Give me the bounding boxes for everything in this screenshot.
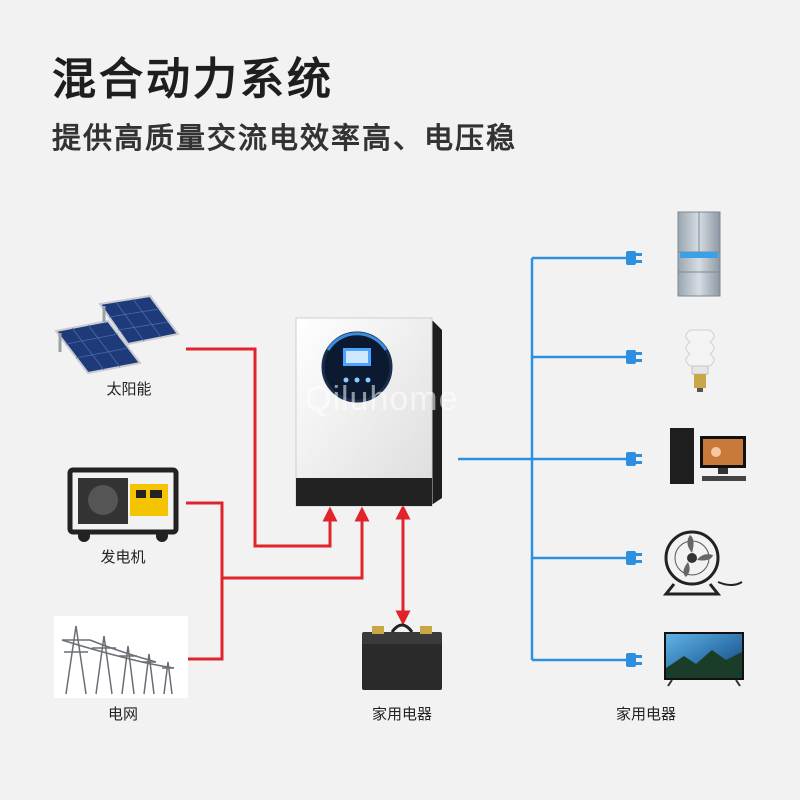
refrigerator-icon xyxy=(677,211,721,297)
plug-icon xyxy=(626,551,642,565)
input-lines xyxy=(186,347,411,661)
inverter-icon xyxy=(295,317,442,507)
output-lines xyxy=(458,256,626,662)
watermark: Qiluhome xyxy=(305,380,459,418)
source-label-solar: 太阳能 xyxy=(106,380,152,398)
plug-icon xyxy=(626,251,642,265)
light-bulb-icon xyxy=(685,329,715,392)
solar-panel-icon xyxy=(54,294,180,375)
source-label-generator: 发电机 xyxy=(100,548,146,566)
television-icon xyxy=(664,632,744,687)
plug-icons xyxy=(626,251,642,667)
power-grid-icon xyxy=(54,616,188,698)
generator-icon xyxy=(67,467,179,542)
plug-icon xyxy=(626,653,642,667)
desktop-computer-icon xyxy=(670,428,746,484)
battery-label: 家用电器 xyxy=(371,705,432,723)
appliances-label: 家用电器 xyxy=(615,705,676,723)
plug-icon xyxy=(626,452,642,466)
page-subtitle: 提供高质量交流电效率高、电压稳 xyxy=(52,121,518,155)
grid-input-line xyxy=(186,578,224,661)
generator-input-line xyxy=(186,501,370,580)
plug-icon xyxy=(626,350,642,364)
page-title: 混合动力系统 xyxy=(52,54,334,105)
battery-icon xyxy=(362,623,442,690)
electric-fan-icon xyxy=(662,530,743,596)
solar-input-line xyxy=(186,347,338,548)
source-label-grid: 电网 xyxy=(107,705,138,723)
